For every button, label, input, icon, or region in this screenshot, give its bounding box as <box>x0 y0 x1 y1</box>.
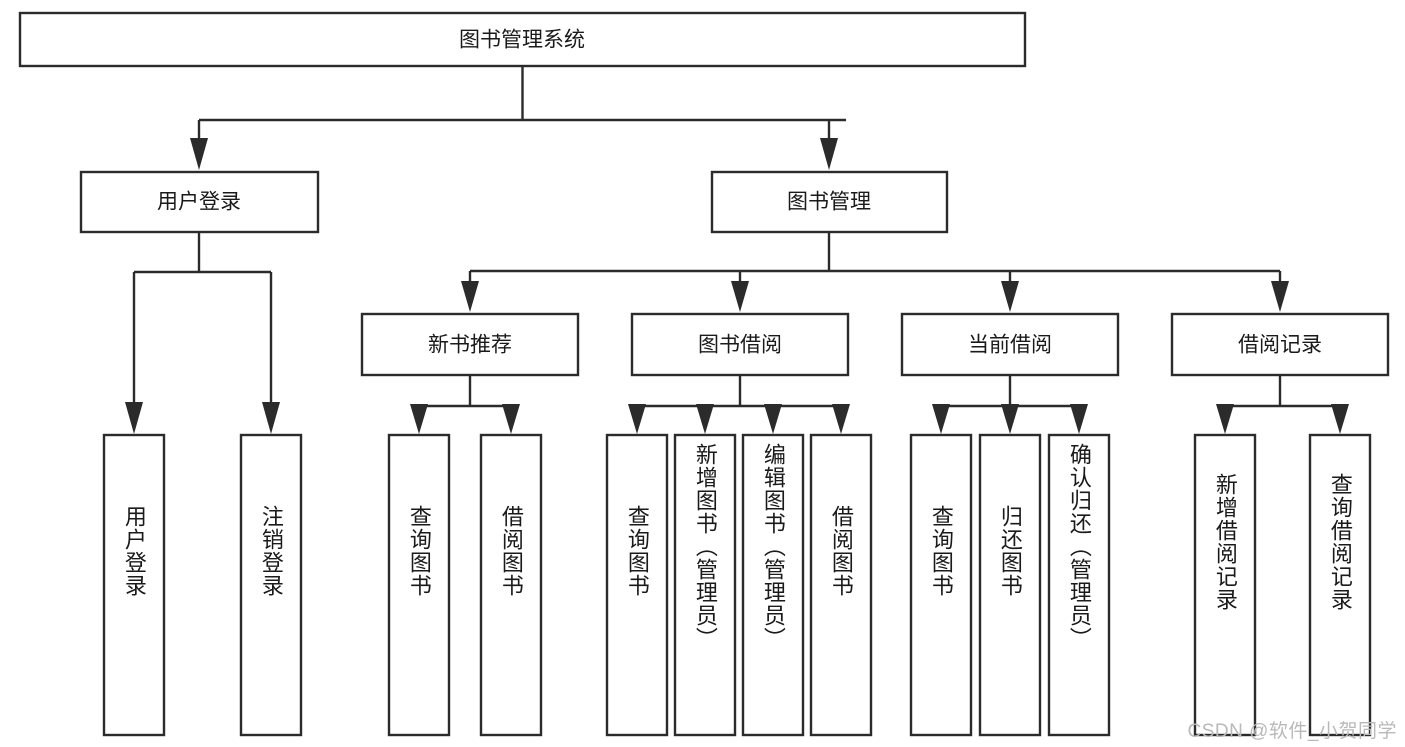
leaf-group-new-book-recommend <box>387 433 543 737</box>
node-borrow-record[interactable]: 借阅记录 <box>1170 312 1390 377</box>
arrow-head-leaf-cb-2 <box>1001 404 1019 434</box>
leaf-box-br-2[interactable] <box>1308 433 1372 737</box>
leaf-box-cb-3[interactable] <box>1047 433 1111 737</box>
connector-group-current-borrow <box>932 375 1088 434</box>
node-new-book-recommend-label: 新书推荐 <box>428 334 512 357</box>
arrow-head-leaf-nbr-1 <box>410 404 428 434</box>
leaf-box-bb-2[interactable] <box>673 433 737 737</box>
node-root-box[interactable] <box>18 11 1027 68</box>
node-root-label: 图书管理系统 <box>459 29 585 52</box>
node-book-borrow-label: 图书借阅 <box>698 334 782 357</box>
arrow-head-borrow-record <box>1271 281 1289 312</box>
arrow-head-leaf-nbr-2 <box>502 404 520 434</box>
node-root[interactable]: 图书管理系统 <box>18 11 1027 68</box>
arrow-head-current-borrow <box>1001 281 1019 312</box>
leaf-box-bb-4[interactable] <box>809 433 873 737</box>
leaf-box-user-login-2[interactable] <box>239 433 303 737</box>
leaf-group-current-borrow <box>909 433 1111 737</box>
leaf-group-borrow-record <box>1193 433 1372 737</box>
node-new-book-recommend[interactable]: 新书推荐 <box>360 312 580 377</box>
arrow-head-leaf-user-login-2 <box>262 402 280 434</box>
node-current-borrow[interactable]: 当前借阅 <box>900 312 1120 377</box>
leaf-box-bb-3[interactable] <box>741 433 805 737</box>
leaf-box-cb-1[interactable] <box>909 433 973 737</box>
node-book-manage-box[interactable] <box>710 170 949 234</box>
arrow-head-leaf-cb-3 <box>1070 404 1088 434</box>
arrow-head-book-manage <box>820 138 838 170</box>
arrow-head-leaf-bb-4 <box>832 404 850 434</box>
leaf-group-book-borrow <box>605 433 873 737</box>
node-book-borrow[interactable]: 图书借阅 <box>630 312 850 377</box>
node-user-login-box[interactable] <box>79 170 320 234</box>
leaf-box-cb-2[interactable] <box>978 433 1042 737</box>
leaf-box-nbr-1[interactable] <box>387 433 451 737</box>
leaf-box-bb-1[interactable] <box>605 433 669 737</box>
arrow-head-user-login <box>190 138 208 170</box>
connector-group-root <box>190 66 846 170</box>
node-book-manage[interactable]: 图书管理 <box>710 170 949 234</box>
arrow-head-leaf-br-1 <box>1216 404 1234 434</box>
watermark-label: CSDN @软件_小贺同学 <box>1187 721 1397 742</box>
arrow-head-leaf-bb-2 <box>696 404 714 434</box>
leaf-box-user-login-1[interactable] <box>102 433 166 737</box>
arrow-head-leaf-user-login-1 <box>125 402 143 434</box>
leaf-box-br-1[interactable] <box>1193 433 1257 737</box>
arrow-head-leaf-bb-3 <box>764 404 782 434</box>
arrow-head-book-borrow <box>731 281 749 312</box>
arrow-head-leaf-bb-1 <box>628 404 646 434</box>
node-current-borrow-label: 当前借阅 <box>968 334 1052 357</box>
connector-group-borrow-record <box>1216 375 1349 434</box>
node-new-book-recommend-box[interactable] <box>360 312 580 377</box>
leaf-group-user-login <box>102 433 303 737</box>
node-book-borrow-box[interactable] <box>630 312 850 377</box>
node-book-manage-label: 图书管理 <box>787 191 871 214</box>
connector-group-new-book-recommend <box>410 375 520 434</box>
connector-group-book-borrow <box>628 375 850 434</box>
node-user-login[interactable]: 用户登录 <box>79 170 320 234</box>
arrow-head-new-book-recommend <box>461 281 479 312</box>
connector-group-user-login <box>125 232 280 434</box>
node-user-login-label: 用户登录 <box>157 191 241 214</box>
leaf-box-nbr-2[interactable] <box>479 433 543 737</box>
connector-group-book-manage <box>461 232 1289 312</box>
arrow-head-leaf-br-2 <box>1331 404 1349 434</box>
arrow-head-leaf-cb-1 <box>932 404 950 434</box>
node-borrow-record-label: 借阅记录 <box>1238 334 1322 357</box>
node-current-borrow-box[interactable] <box>900 312 1120 377</box>
node-borrow-record-box[interactable] <box>1170 312 1390 377</box>
